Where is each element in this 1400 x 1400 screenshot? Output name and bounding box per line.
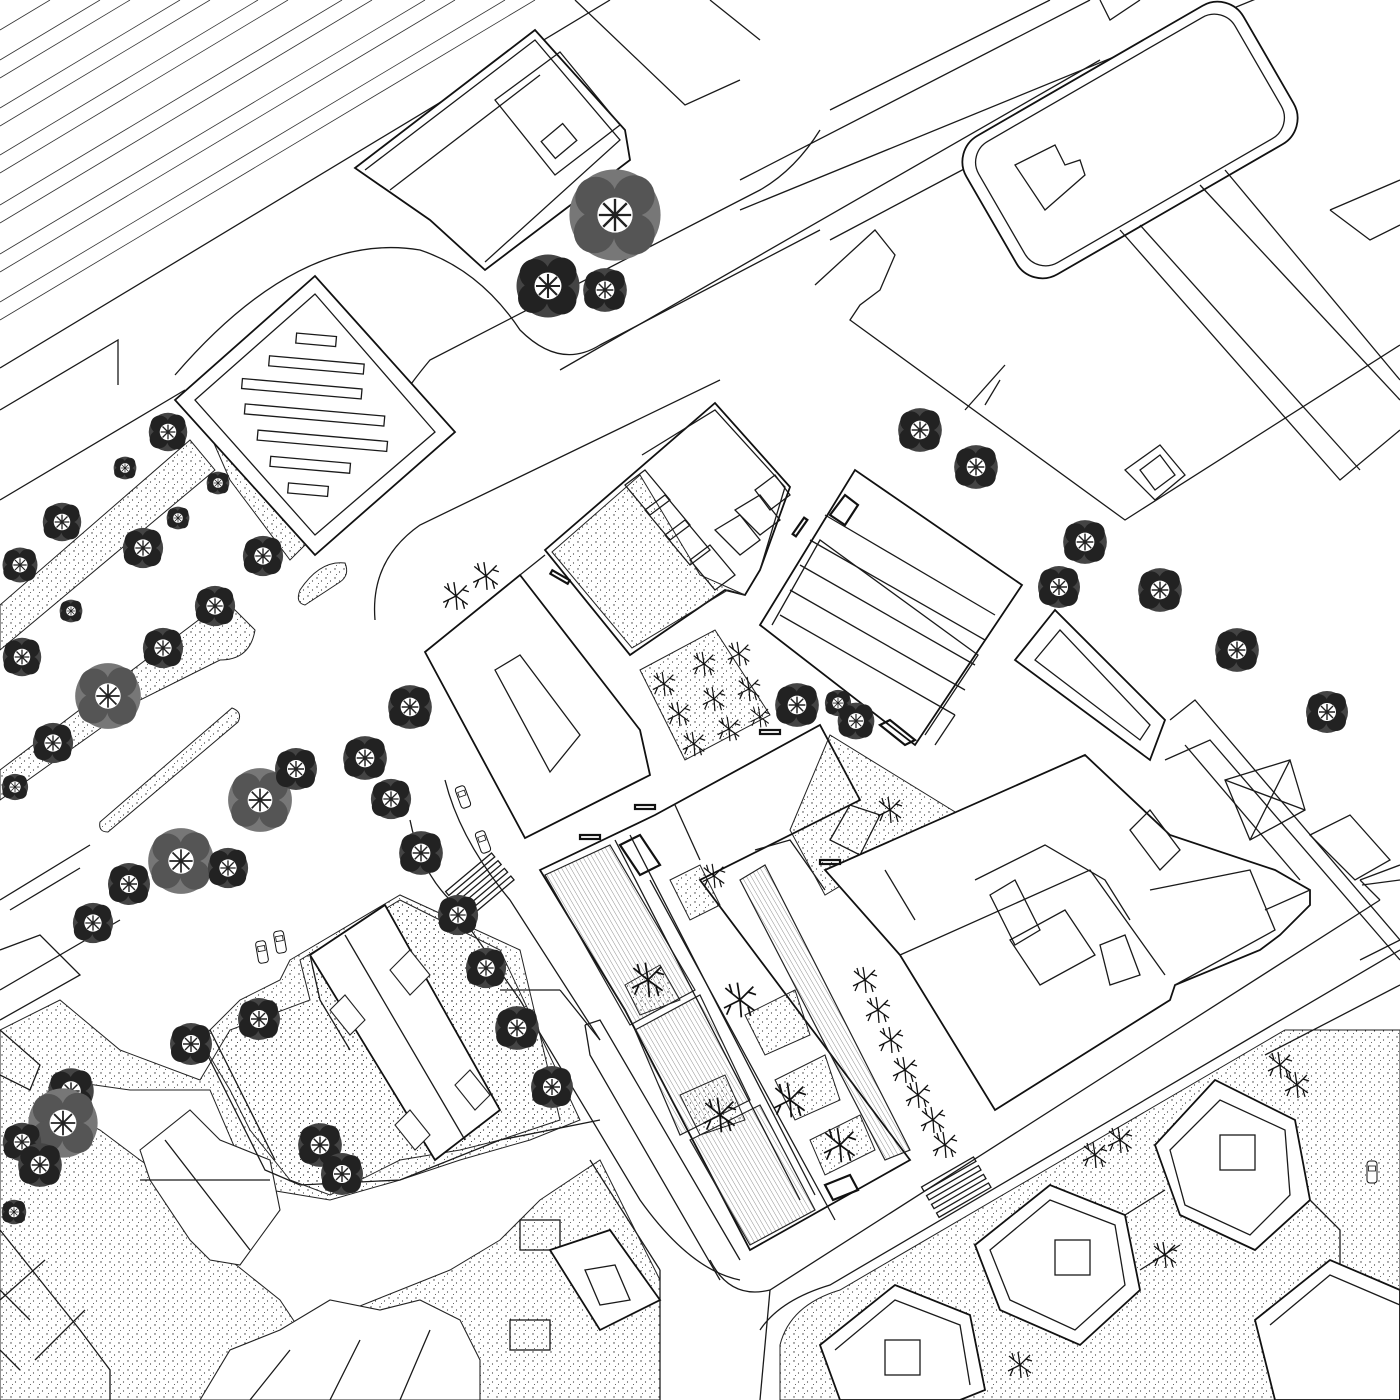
central-plaza	[639, 629, 771, 761]
east-building-block	[823, 753, 1311, 1112]
central-south-terraces	[538, 723, 961, 1252]
pyramid-roof-building	[173, 274, 457, 557]
southeast-pavilions	[779, 984, 1400, 1400]
central-west-building	[423, 554, 652, 840]
central-north-building	[543, 401, 792, 657]
central-east-rowhouses	[758, 468, 1024, 747]
northeast-factory	[814, 0, 1400, 521]
north-building	[353, 0, 761, 272]
northeast-bar-building	[1013, 608, 1400, 961]
bench-icon	[548, 516, 842, 866]
